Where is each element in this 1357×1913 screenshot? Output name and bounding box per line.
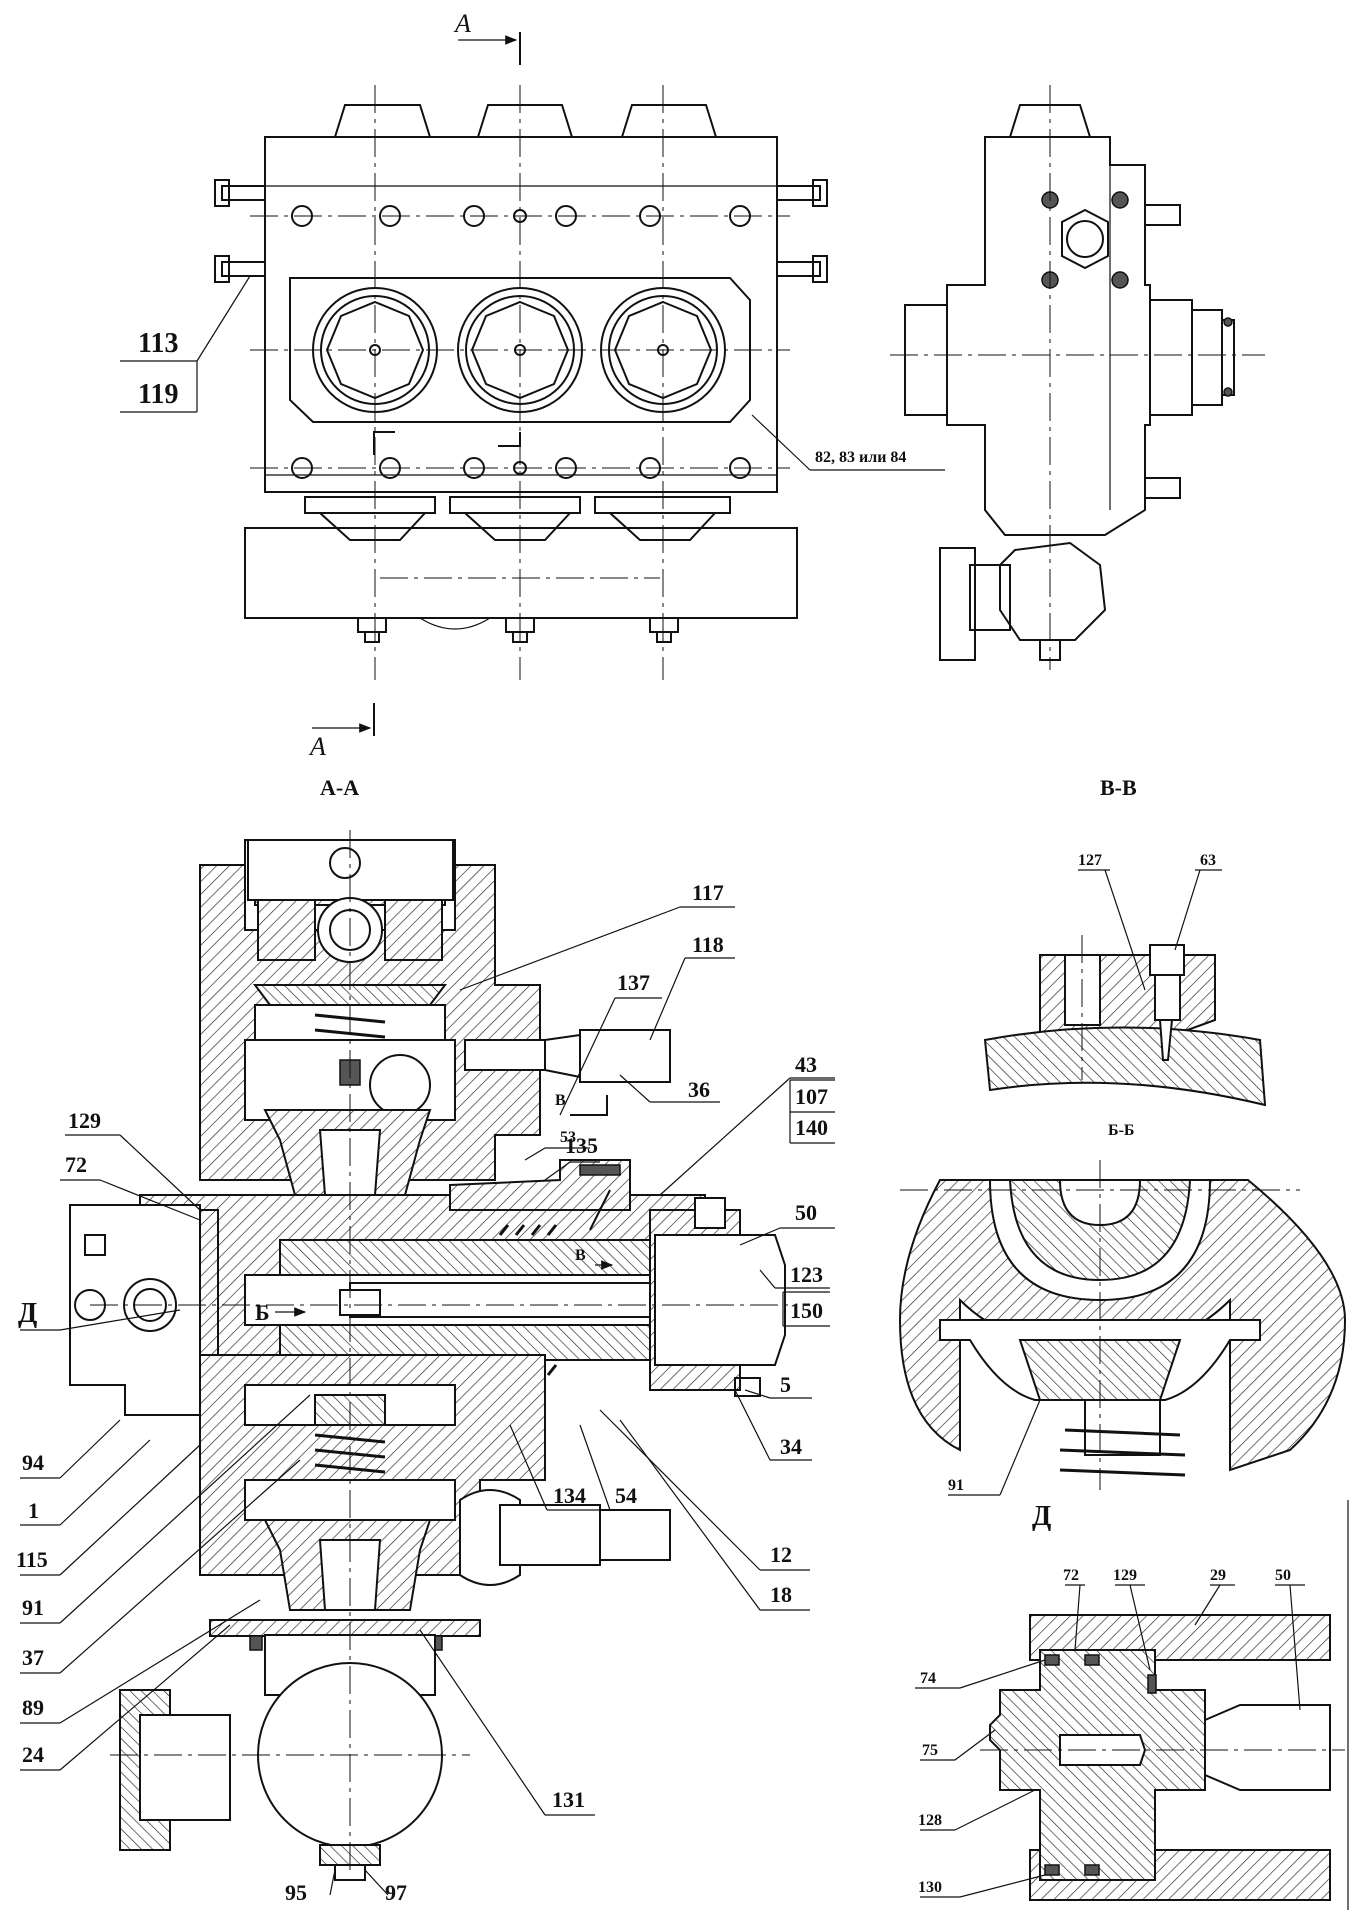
section-marker-v-bottom: В [575, 1247, 586, 1264]
label-50-d: 50 [1275, 1567, 1291, 1584]
section-b-b: 91 [898, 1160, 1347, 1496]
section-marker-a-bottom: A [308, 732, 326, 761]
section-v-v: 127 63 Б-Б [983, 852, 1267, 1139]
label-115: 115 [16, 1547, 48, 1572]
label-63: 63 [1200, 852, 1216, 869]
label-91: 91 [22, 1595, 44, 1620]
label-12: 12 [770, 1542, 792, 1567]
label-97: 97 [385, 1880, 407, 1905]
view-title-v-v: В-В [1100, 775, 1137, 800]
label-123: 123 [790, 1262, 823, 1287]
labels-aa: 117 118 137 36 53 135 43 107 140 129 72 … [16, 880, 835, 1905]
label-82-83-84: 82, 83 или 84 [815, 449, 906, 466]
label-107: 107 [795, 1084, 828, 1109]
label-36: 36 [688, 1077, 710, 1102]
label-53: 53 [560, 1129, 576, 1146]
label-134: 134 [553, 1483, 586, 1508]
label-118: 118 [692, 932, 724, 957]
label-135: 135 [565, 1133, 598, 1158]
label-18: 18 [770, 1582, 792, 1607]
section-marker-b: Б [255, 1300, 270, 1325]
view-title-b-b: Б-Б [1108, 1122, 1134, 1139]
view-title-d: Д [1032, 1501, 1051, 1532]
label-34: 34 [780, 1434, 802, 1459]
label-150: 150 [790, 1298, 823, 1323]
detail-d: Д 72 129 29 50 74 75 128 130 [915, 1500, 1349, 1910]
label-29-d: 29 [1210, 1567, 1226, 1584]
label-5: 5 [780, 1372, 791, 1397]
label-113: 113 [138, 328, 178, 359]
label-94: 94 [22, 1450, 44, 1475]
label-24: 24 [22, 1742, 44, 1767]
label-1: 1 [28, 1498, 39, 1523]
valve-cover-plate [289, 277, 751, 423]
section-a-a: В В Б [69, 830, 790, 1881]
label-128-d: 128 [918, 1812, 942, 1829]
section-marker-a-top: A [453, 9, 471, 38]
side-view [890, 85, 1265, 670]
label-140: 140 [795, 1115, 828, 1140]
label-43: 43 [795, 1052, 817, 1077]
label-129-d: 129 [1113, 1567, 1137, 1584]
label-74-d: 74 [920, 1670, 936, 1687]
leader-lines-aa [20, 906, 835, 1896]
suction-manifold [244, 527, 798, 619]
label-54: 54 [615, 1483, 637, 1508]
label-D: Д [18, 1298, 37, 1329]
label-119: 119 [138, 379, 178, 410]
label-75-d: 75 [922, 1742, 938, 1759]
label-91-bb: 91 [948, 1477, 964, 1494]
section-marker-v-top: В [555, 1092, 566, 1109]
view-title-a-a: A-A [320, 775, 359, 800]
label-137: 137 [617, 970, 650, 995]
label-130-d: 130 [918, 1879, 942, 1896]
label-117: 117 [692, 880, 724, 905]
label-72: 72 [65, 1152, 87, 1177]
label-50: 50 [795, 1200, 817, 1225]
label-127: 127 [1078, 852, 1102, 869]
label-131: 131 [552, 1787, 585, 1812]
label-37: 37 [22, 1645, 44, 1670]
label-95: 95 [285, 1880, 307, 1905]
label-72-d: 72 [1063, 1567, 1079, 1584]
front-view: A [120, 9, 945, 761]
label-89: 89 [22, 1695, 44, 1720]
side-bolts [214, 179, 828, 283]
label-129: 129 [68, 1108, 101, 1133]
